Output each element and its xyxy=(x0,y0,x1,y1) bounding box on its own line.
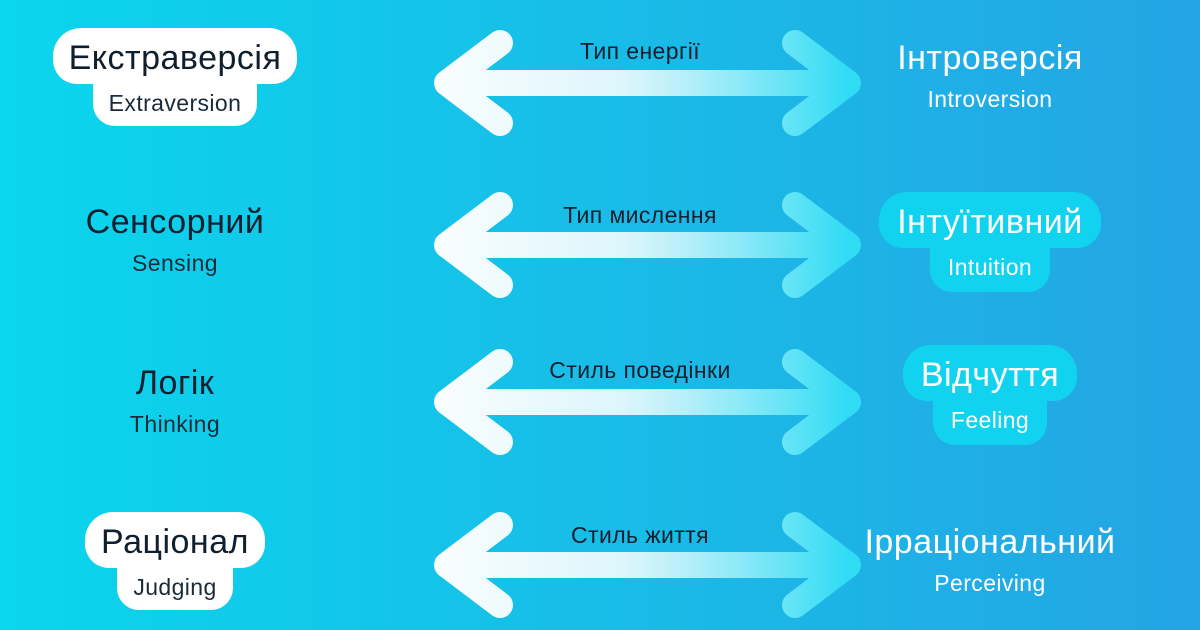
dichotomy-row-lifestyle: Раціонал Judging Стиль життя Ірраціональ… xyxy=(0,480,1200,630)
double-arrow-icon xyxy=(434,349,861,455)
right-pole-title: Інтуїтивний xyxy=(879,192,1101,248)
double-arrow-icon xyxy=(434,30,861,136)
right-pole-subtitle: Introversion xyxy=(927,86,1053,112)
right-pole-introversion: Інтроверсія Introversion xyxy=(845,34,1135,116)
left-pole-subtitle: Sensing xyxy=(132,250,218,276)
right-pole-subtitle: Intuition xyxy=(929,248,1051,292)
right-pole-title: Інтроверсія xyxy=(897,39,1083,77)
dichotomy-row-energy: Екстраверсія Extraversion Тип енергії Ін… xyxy=(0,18,1200,168)
right-pole-feeling: Відчуття Feeling xyxy=(845,345,1135,445)
left-pole-subtitle: Judging xyxy=(117,568,233,610)
left-pole-title: Екстраверсія xyxy=(52,28,298,84)
right-pole-perceiving: Ірраціональний Perceiving xyxy=(845,518,1135,600)
right-pole-intuition: Інтуїтивний Intuition xyxy=(845,192,1135,292)
left-pole-title: Логік xyxy=(135,364,215,402)
left-pole-extraversion: Екстраверсія Extraversion xyxy=(30,28,320,126)
left-pole-title: Раціонал xyxy=(85,512,265,568)
double-arrow-icon xyxy=(434,512,861,618)
right-pole-subtitle: Perceiving xyxy=(934,570,1046,596)
left-pole-thinking: Логік Thinking xyxy=(30,359,320,441)
axis-label-lifestyle: Стиль життя xyxy=(571,522,709,548)
left-pole-subtitle: Thinking xyxy=(129,411,221,437)
right-pole-title: Відчуття xyxy=(902,345,1078,401)
double-arrow-icon xyxy=(434,192,861,298)
axis-label-energy: Тип енергії xyxy=(579,38,701,64)
left-pole-title: Сенсорний xyxy=(85,203,265,241)
axis-label-thinking-type: Тип мислення xyxy=(563,202,717,228)
axis-label-behavior-style: Стиль поведінки xyxy=(549,357,731,383)
right-pole-title: Ірраціональний xyxy=(864,523,1116,561)
left-pole-sensing: Сенсорний Sensing xyxy=(30,198,320,280)
left-pole-subtitle: Extraversion xyxy=(92,84,258,126)
dichotomy-row-behavior-style: Логік Thinking Стиль поведінки Відчуття … xyxy=(0,333,1200,483)
left-pole-judging: Раціонал Judging xyxy=(30,512,320,610)
right-pole-subtitle: Feeling xyxy=(932,401,1048,445)
dichotomy-row-thinking-type: Сенсорний Sensing Тип мислення Інтуїтивн… xyxy=(0,180,1200,330)
